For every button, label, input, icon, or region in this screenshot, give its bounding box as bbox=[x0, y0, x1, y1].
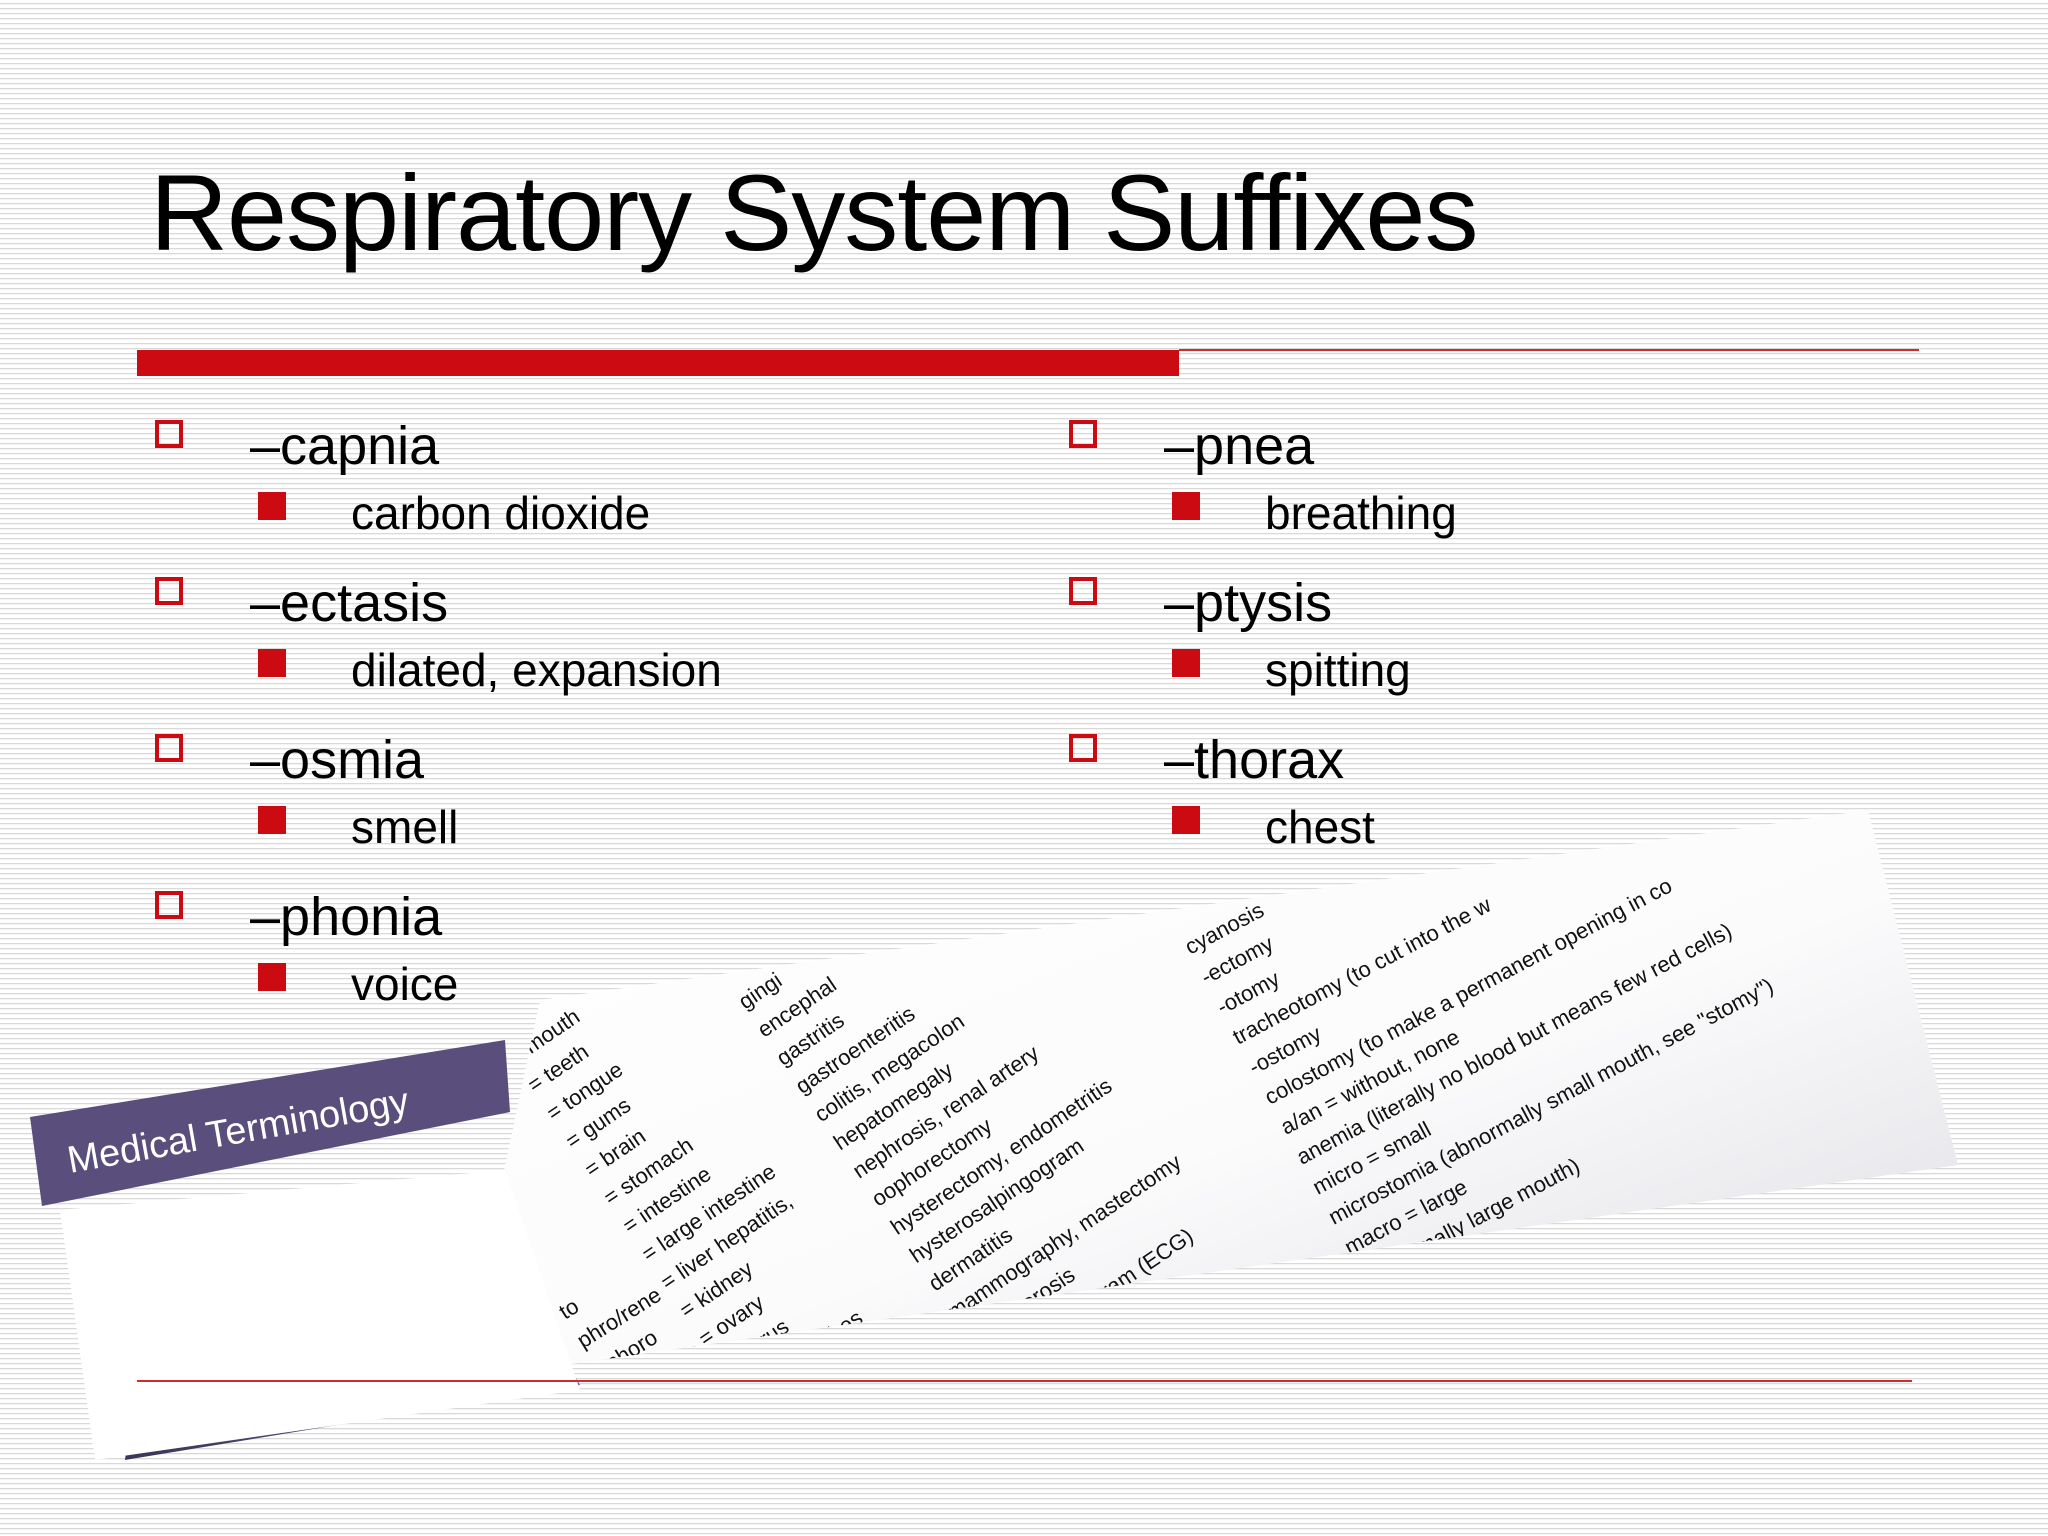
bullet-item: –ptysis spitting bbox=[1064, 565, 1944, 722]
svg-text:Medical Terminology: Medical Terminology bbox=[64, 1080, 412, 1181]
suffix-definition: dilated, expansion bbox=[351, 644, 722, 696]
svg-text:-otomy: -otomy bbox=[1213, 966, 1284, 1020]
book-page bbox=[60, 1170, 580, 1460]
book-cover-band bbox=[30, 1040, 510, 1206]
svg-text:micro = small: micro = small bbox=[1308, 1116, 1435, 1199]
title-underline-thick bbox=[137, 350, 1179, 376]
slide-title: Respiratory System Suffixes bbox=[150, 152, 1478, 273]
glossary-col0: to phro/rene ophoro stro/metro bbox=[554, 1282, 705, 1411]
svg-text:stro/metro: stro/metro bbox=[608, 1337, 705, 1411]
suffix-term: –capnia bbox=[250, 416, 440, 476]
svg-text:hepatomegaly: hepatomegaly bbox=[829, 1057, 958, 1155]
bullet-item: –pnea breathing bbox=[1064, 408, 1944, 565]
svg-text:osteoporosis: osteoporosis bbox=[962, 1262, 1079, 1352]
svg-text:-ostomy: -ostomy bbox=[1244, 1021, 1325, 1080]
svg-text:dermatitis: dermatitis bbox=[924, 1222, 1017, 1296]
suffix-term: –pnea bbox=[1164, 416, 1315, 476]
hollow-square-bullet-icon bbox=[155, 734, 183, 762]
svg-text:= ovary: = ovary bbox=[694, 1290, 768, 1351]
svg-text:cyanosis: cyanosis bbox=[1181, 897, 1268, 959]
svg-text:hysterectomy, endometritis: hysterectomy, endometritis bbox=[886, 1073, 1117, 1240]
svg-text:= stomach: = stomach bbox=[599, 1132, 698, 1210]
hollow-square-bullet-icon bbox=[1069, 420, 1097, 448]
book-title: Medical Terminology bbox=[64, 1080, 412, 1181]
suffix-term: –phonia bbox=[250, 887, 443, 947]
svg-text:oophorectomy: oophorectomy bbox=[867, 1113, 997, 1212]
suffix-definition: chest bbox=[1265, 801, 1375, 853]
filled-square-bullet-icon bbox=[1172, 492, 1200, 520]
svg-text:hysterosalpingogram: hysterosalpingogram bbox=[905, 1133, 1088, 1268]
svg-text:anemia (literally no blood but: anemia (literally no blood but means few… bbox=[1292, 918, 1736, 1170]
svg-text:microstomia (abnormally small: microstomia (abnormally small mouth, see… bbox=[1324, 973, 1777, 1230]
title-underline-thin bbox=[1179, 349, 1919, 351]
suffix-term: –osmia bbox=[250, 730, 425, 790]
filled-square-bullet-icon bbox=[258, 806, 286, 834]
svg-text:nephrosis, renal artery: nephrosis, renal artery bbox=[848, 1040, 1043, 1183]
svg-text:phro/rene: phro/rene bbox=[572, 1282, 665, 1353]
suffix-definition: spitting bbox=[1265, 644, 1411, 696]
svg-text:= enlarged: = enlarged bbox=[1372, 1248, 1476, 1319]
svg-text:electrocardiogram (ECG): electrocardiogram (ECG) bbox=[981, 1223, 1198, 1380]
svg-text:macro = large: macro = large bbox=[1340, 1174, 1471, 1260]
svg-text:colostomy (to make a permanent: colostomy (to make a permanent opening i… bbox=[1260, 873, 1676, 1110]
suffix-term: –thorax bbox=[1164, 730, 1345, 790]
filled-square-bullet-icon bbox=[258, 492, 286, 520]
svg-text:= tongue: = tongue bbox=[542, 1057, 627, 1126]
svg-text:= skin: = skin bbox=[751, 1382, 813, 1435]
filled-square-bullet-icon bbox=[1172, 649, 1200, 677]
svg-text:a/an = without, none: a/an = without, none bbox=[1276, 1024, 1463, 1139]
svg-text:to: to bbox=[554, 1293, 583, 1324]
left-bullet-column: –capnia carbon dioxide –ectasis dilated,… bbox=[150, 408, 1030, 1036]
bullet-item: –ectasis dilated, expansion bbox=[150, 565, 1030, 722]
svg-text:= uterus: = uterus bbox=[713, 1314, 793, 1380]
svg-text:= uterine tubes: = uterine tubes bbox=[732, 1305, 867, 1407]
svg-text:ophoro: ophoro bbox=[590, 1324, 661, 1382]
bullet-item: –capnia carbon dioxide bbox=[150, 408, 1030, 565]
svg-text:= kidney: = kidney bbox=[675, 1256, 757, 1323]
svg-text:= breast: = breast bbox=[770, 1398, 850, 1464]
filled-square-bullet-icon bbox=[258, 649, 286, 677]
hollow-square-bullet-icon bbox=[155, 891, 183, 919]
bottom-rule bbox=[137, 1380, 1912, 1382]
svg-text:= teeth: = teeth bbox=[523, 1039, 593, 1098]
bullet-item: –osmia smell bbox=[150, 722, 1030, 879]
filled-square-bullet-icon bbox=[258, 963, 286, 991]
bullet-item: –thorax chest bbox=[1064, 722, 1944, 879]
svg-text:= liver hepatitis,: = liver hepatitis, bbox=[656, 1188, 797, 1295]
filled-square-bullet-icon bbox=[1172, 806, 1200, 834]
svg-text:= gums: = gums bbox=[561, 1092, 635, 1153]
svg-text:= brain: = brain bbox=[580, 1123, 650, 1182]
suffix-term: –ectasis bbox=[250, 573, 449, 633]
hollow-square-bullet-icon bbox=[1069, 734, 1097, 762]
suffix-definition: voice bbox=[351, 958, 459, 1010]
svg-text:= large intestine: = large intestine bbox=[637, 1159, 780, 1267]
right-bullet-column: –pnea breathing –ptysis spitting –thorax… bbox=[1064, 408, 1944, 879]
svg-text:tracheotomy (to cut into the w: tracheotomy (to cut into the w bbox=[1228, 892, 1495, 1050]
hollow-square-bullet-icon bbox=[155, 577, 183, 605]
svg-text:-ectomy: -ectomy bbox=[1197, 931, 1278, 990]
hollow-square-bullet-icon bbox=[1069, 577, 1097, 605]
suffix-definition: breathing bbox=[1265, 487, 1457, 539]
bullet-item: –phonia voice bbox=[150, 879, 1030, 1036]
svg-text:= intestine: = intestine bbox=[618, 1161, 716, 1238]
suffix-term: –ptysis bbox=[1164, 573, 1333, 633]
suffix-definition: carbon dioxide bbox=[351, 487, 651, 539]
book-shadow bbox=[125, 1350, 580, 1460]
hollow-square-bullet-icon bbox=[155, 420, 183, 448]
svg-text:mammography, mastectomy: mammography, mastectomy bbox=[943, 1149, 1186, 1324]
suffix-definition: smell bbox=[351, 801, 459, 853]
glossary-col1: = mouth = teeth = tongue = gums = brain … bbox=[504, 1004, 867, 1464]
svg-text:(abnormally large mouth): (abnormally large mouth) bbox=[1356, 1153, 1584, 1290]
